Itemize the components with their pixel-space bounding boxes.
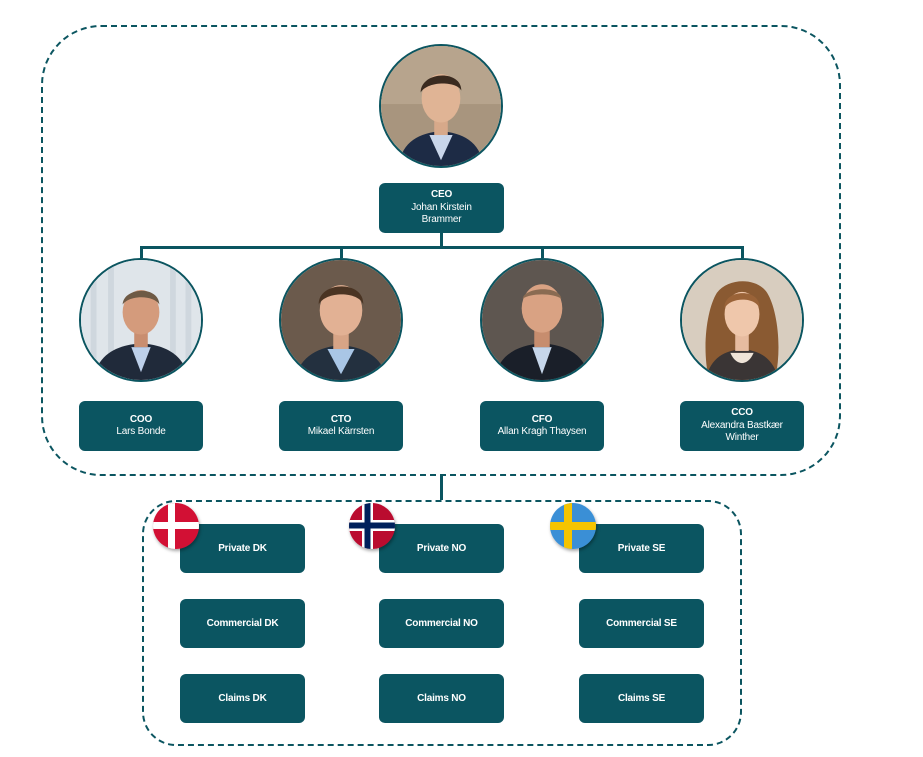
coo-box: COO Lars Bonde bbox=[79, 401, 203, 451]
cfo-connector bbox=[541, 246, 544, 258]
unit-claims-se: Claims SE bbox=[579, 674, 704, 723]
norway-flag-icon bbox=[349, 503, 395, 549]
ceo-box: CEO Johan Kirstein Brammer bbox=[379, 183, 504, 233]
cfo-photo bbox=[480, 258, 604, 382]
cfo-role: CFO bbox=[532, 414, 553, 427]
sweden-flag-icon bbox=[550, 503, 596, 549]
unit-commercial-no: Commercial NO bbox=[379, 599, 504, 648]
executive-bus-line bbox=[140, 246, 744, 249]
denmark-flag-icon bbox=[153, 503, 199, 549]
cco-name: Alexandra Bastkær Winther bbox=[692, 420, 792, 445]
unit-claims-no: Claims NO bbox=[379, 674, 504, 723]
cto-box: CTO Mikael Kärrsten bbox=[279, 401, 403, 451]
unit-claims-dk: Claims DK bbox=[180, 674, 305, 723]
coo-role: COO bbox=[130, 414, 152, 427]
cfo-box: CFO Allan Kragh Thaysen bbox=[480, 401, 604, 451]
unit-commercial-se: Commercial SE bbox=[579, 599, 704, 648]
unit-private-no: Private NO bbox=[379, 524, 504, 573]
unit-private-dk: Private DK bbox=[180, 524, 305, 573]
ceo-photo bbox=[379, 44, 503, 168]
business-units-connector bbox=[440, 476, 443, 500]
cto-connector bbox=[340, 246, 343, 258]
coo-photo bbox=[79, 258, 203, 382]
cco-role: CCO bbox=[731, 407, 753, 420]
cto-name: Mikael Kärrsten bbox=[308, 426, 374, 439]
coo-name: Lars Bonde bbox=[116, 426, 165, 439]
cco-connector bbox=[741, 246, 744, 258]
cto-photo bbox=[279, 258, 403, 382]
cfo-name: Allan Kragh Thaysen bbox=[498, 426, 587, 439]
coo-connector bbox=[140, 246, 143, 258]
cco-box: CCO Alexandra Bastkær Winther bbox=[680, 401, 804, 451]
cco-photo bbox=[680, 258, 804, 382]
ceo-name: Johan Kirstein Brammer bbox=[397, 202, 487, 227]
unit-private-se: Private SE bbox=[579, 524, 704, 573]
ceo-role: CEO bbox=[431, 189, 452, 202]
unit-commercial-dk: Commercial DK bbox=[180, 599, 305, 648]
cto-role: CTO bbox=[331, 414, 351, 427]
